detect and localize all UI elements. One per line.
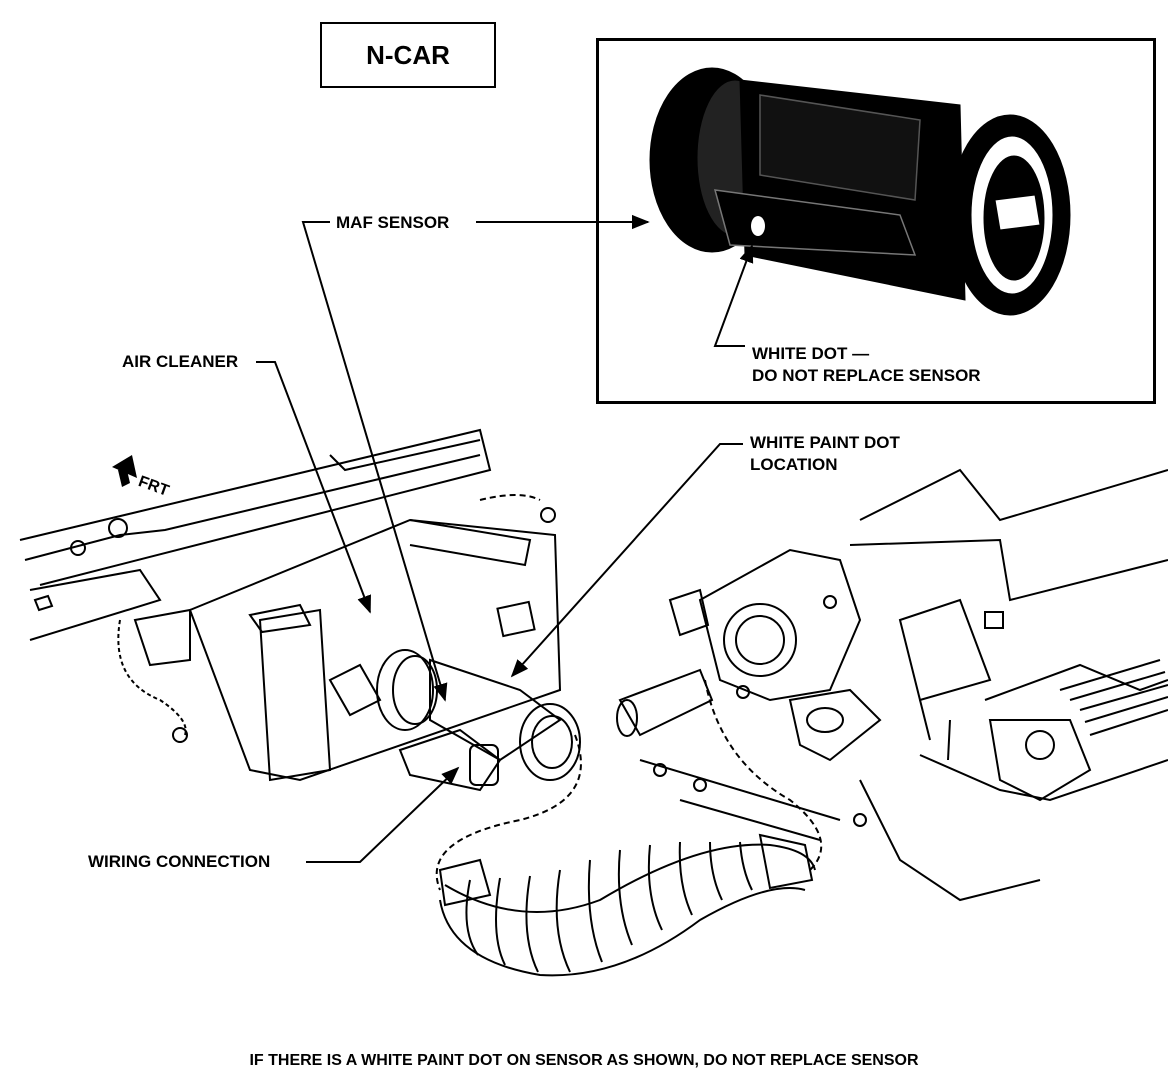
- caption: IF THERE IS A WHITE PAINT DOT ON SENSOR …: [249, 1052, 919, 1069]
- white-paint-dot-label-line1: WHITE PAINT DOT: [750, 433, 900, 452]
- engine-bay-lineart: [19, 428, 1168, 977]
- white-dot-label-line2: DO NOT REPLACE SENSOR: [752, 366, 981, 385]
- inset-frame: [596, 38, 1156, 404]
- wiring-connection-label: WIRING CONNECTION: [88, 852, 271, 871]
- maf-sensor-closeup: [649, 67, 1071, 316]
- callout-leaders: [256, 214, 743, 863]
- front-direction-arrow-icon: [112, 455, 137, 487]
- page-title: N-CAR: [320, 22, 496, 88]
- air-cleaner-label: AIR CLEANER: [122, 352, 239, 371]
- white-dot-label-line1: WHITE DOT —: [752, 344, 870, 363]
- white-dot-leader: [713, 244, 754, 347]
- white-paint-dot-label-line2: LOCATION: [750, 455, 838, 474]
- maf-sensor-label: MAF SENSOR: [336, 213, 450, 232]
- white-dot-marker: [751, 216, 765, 236]
